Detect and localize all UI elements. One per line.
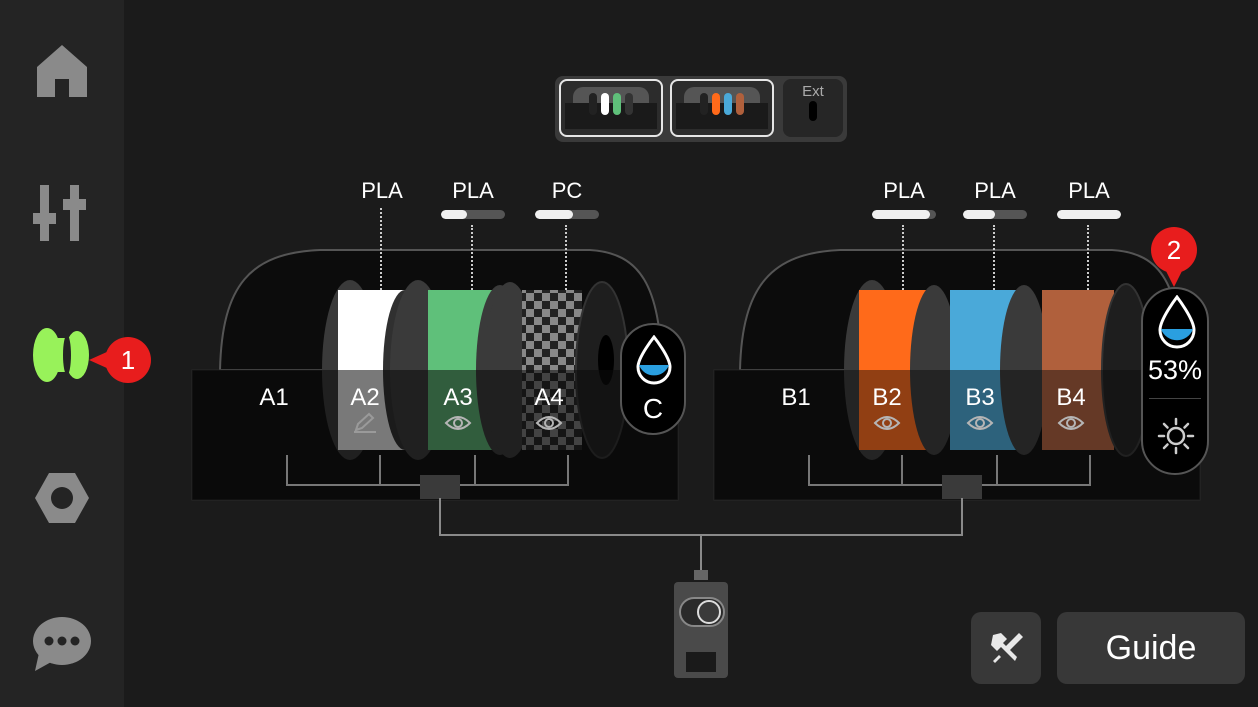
tools-icon bbox=[991, 633, 1023, 663]
slot-a4-label[interactable]: A4 bbox=[534, 384, 564, 411]
slot-b3-leader bbox=[993, 225, 995, 290]
eye-icon[interactable] bbox=[1057, 413, 1085, 433]
toolhead-icon[interactable] bbox=[672, 568, 730, 680]
unit-b-tab[interactable] bbox=[670, 79, 774, 137]
unit-a-humidity-badge[interactable]: C bbox=[620, 323, 686, 435]
home-icon bbox=[37, 45, 87, 97]
unit-b-humidity-percent: 53% bbox=[1147, 355, 1203, 385]
slot-b2-material: PLA bbox=[883, 178, 925, 203]
slot-a2-material: PLA bbox=[361, 178, 403, 203]
drying-sun-icon[interactable] bbox=[1157, 417, 1195, 455]
spool-b4[interactable] bbox=[1042, 283, 1151, 457]
sidebar-item-settings[interactable] bbox=[30, 466, 94, 530]
eye-icon[interactable] bbox=[966, 413, 994, 433]
chat-icon bbox=[33, 617, 91, 671]
external-spool-icon bbox=[809, 101, 817, 121]
unit-switcher: Ext bbox=[555, 76, 847, 142]
spool-b2[interactable] bbox=[844, 280, 958, 460]
slot-b2-leader bbox=[902, 225, 904, 290]
slot-b3-remain-bar bbox=[963, 210, 1027, 219]
unit-a-humidity-level: C bbox=[642, 393, 664, 424]
controls-icon bbox=[33, 185, 86, 241]
humidity-drop-icon bbox=[1158, 295, 1196, 349]
slot-b2-label[interactable]: B2 bbox=[872, 384, 902, 411]
slot-a4-material: PC bbox=[551, 178, 583, 203]
unit-b-thumbnail-icon bbox=[676, 87, 768, 129]
slot-b2-remain-bar bbox=[872, 210, 936, 219]
slot-a4-leader bbox=[565, 225, 567, 290]
humidity-drop-icon bbox=[636, 335, 672, 385]
unit-a-tab[interactable] bbox=[559, 79, 663, 137]
slot-a2-leader bbox=[380, 208, 382, 290]
eye-icon[interactable] bbox=[535, 413, 563, 433]
pencil-icon[interactable] bbox=[352, 412, 378, 434]
eye-icon[interactable] bbox=[444, 413, 472, 433]
settings-icon bbox=[35, 473, 89, 523]
unit-a-thumbnail-icon bbox=[565, 87, 657, 129]
unit-b-body bbox=[713, 249, 1201, 501]
slot-a3-leader bbox=[471, 225, 473, 290]
slot-a3-remain-bar bbox=[441, 210, 505, 219]
guide-button[interactable]: Guide bbox=[1057, 612, 1245, 684]
spool-b3[interactable] bbox=[950, 285, 1048, 455]
unit-b-humidity-panel[interactable]: 53% bbox=[1141, 287, 1209, 475]
slot-b4-leader bbox=[1087, 225, 1089, 290]
slot-b1-label[interactable]: B1 bbox=[781, 384, 811, 411]
slot-a4-remain-bar bbox=[535, 210, 599, 219]
slot-a1-label[interactable]: A1 bbox=[259, 384, 289, 411]
sidebar-item-home[interactable] bbox=[30, 38, 94, 102]
unit-a-body bbox=[191, 249, 679, 501]
sidebar-item-controls[interactable] bbox=[30, 180, 94, 244]
ext-label: Ext bbox=[802, 83, 824, 100]
slot-a3-material: PLA bbox=[452, 178, 494, 203]
sidebar-item-filament[interactable] bbox=[30, 323, 94, 387]
slot-a3-label[interactable]: A3 bbox=[443, 384, 473, 411]
slot-a2-label[interactable]: A2 bbox=[350, 384, 380, 411]
hint-badge-1: 1 bbox=[89, 337, 151, 383]
slot-b4-remain-bar bbox=[1057, 210, 1121, 219]
slot-b4-material: PLA bbox=[1068, 178, 1110, 203]
external-spool-tab[interactable]: Ext bbox=[783, 79, 843, 137]
humidity-divider bbox=[1149, 398, 1201, 399]
filament-icon bbox=[33, 328, 89, 382]
slot-b3-label[interactable]: B3 bbox=[965, 384, 995, 411]
sidebar-item-chat[interactable] bbox=[30, 612, 94, 676]
slot-b3-material: PLA bbox=[974, 178, 1016, 203]
eye-icon[interactable] bbox=[873, 413, 901, 433]
hint-badge-2: 2 bbox=[1151, 227, 1197, 287]
slot-b4-label[interactable]: B4 bbox=[1056, 384, 1086, 411]
tools-button[interactable] bbox=[971, 612, 1041, 684]
